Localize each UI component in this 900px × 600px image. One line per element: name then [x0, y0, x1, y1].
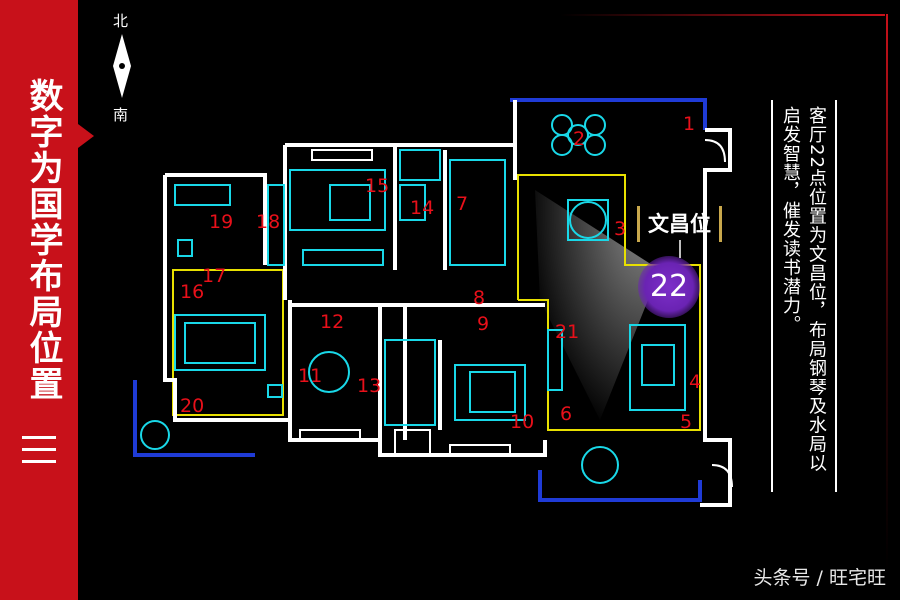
room-number-10: 10 — [510, 411, 534, 433]
compass-south-label: 南 — [113, 106, 129, 124]
spotlight-beam — [535, 190, 660, 420]
room-number-15: 15 — [365, 175, 389, 197]
door-details — [299, 139, 733, 488]
room-number-13: 13 — [357, 375, 381, 397]
walls — [163, 100, 732, 507]
note-text: 客厅22点位置为文昌位，布局钢琴及水局以启发智慧，催发读书潜力。 — [780, 106, 827, 473]
right-divider — [886, 14, 888, 574]
room-number-3: 3 — [614, 218, 626, 240]
room-number-16: 16 — [180, 281, 204, 303]
room-number-8: 8 — [473, 287, 485, 309]
wenchang-label: 文昌位 — [648, 211, 711, 236]
sidebar-arrow — [78, 124, 94, 148]
room-number-6: 6 — [560, 403, 572, 425]
seat-marker-22: 22 — [638, 256, 700, 318]
balconies — [133, 98, 707, 502]
room-number-21: 21 — [555, 321, 579, 343]
room-number-4: 4 — [689, 371, 701, 393]
room-number-1: 1 — [683, 113, 695, 135]
room-number-2: 2 — [573, 128, 585, 150]
furniture — [140, 114, 686, 484]
room-number-17: 17 — [202, 265, 226, 287]
seat-number: 22 — [649, 269, 689, 304]
room-number-7: 7 — [456, 193, 468, 215]
sidebar: 数字为国学布局位置 — [0, 0, 78, 600]
note-panel: 客厅22点位置为文昌位，布局钢琴及水局以启发智慧，催发读书潜力。 — [771, 100, 837, 492]
compass-north-label: 北 — [113, 12, 129, 30]
compass-needle-icon — [113, 34, 131, 98]
room-number-12: 12 — [320, 311, 344, 333]
room-number-14: 14 — [410, 197, 434, 219]
top-divider — [560, 14, 885, 16]
room-number-18: 18 — [256, 211, 280, 233]
room-number-19: 19 — [209, 211, 233, 233]
room-number-20: 20 — [180, 395, 204, 417]
menu-lines-icon — [22, 436, 56, 470]
room-number-9: 9 — [477, 313, 489, 335]
room-number-5: 5 — [680, 411, 692, 433]
watermark: 头条号 / 旺宅旺 — [753, 567, 886, 589]
wenchang-callout: 文昌位 — [637, 206, 722, 242]
room-number-11: 11 — [298, 365, 322, 387]
sidebar-title: 数字为国学布局位置 — [23, 78, 63, 402]
